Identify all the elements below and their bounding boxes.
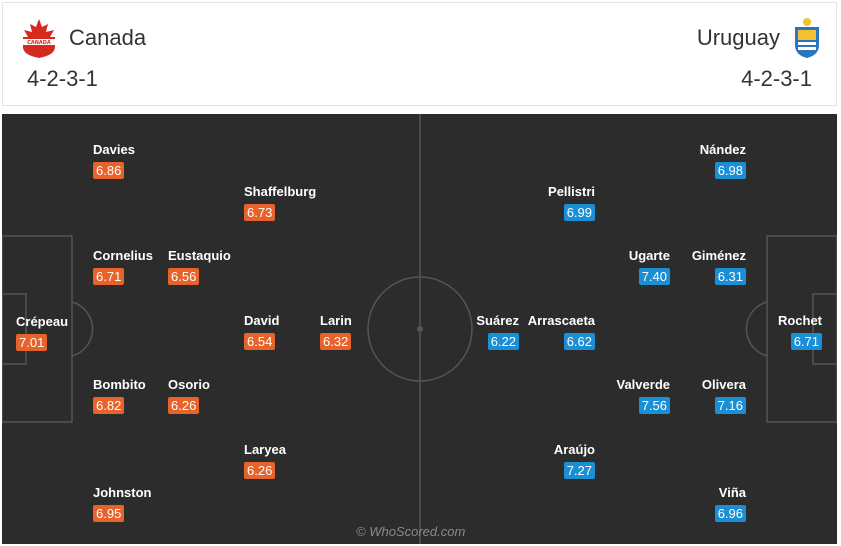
player-card[interactable]: Ugarte 7.40 <box>570 248 670 286</box>
player-name: Johnston <box>93 485 152 500</box>
player-name: Nández <box>699 142 746 157</box>
player-name: Bombito <box>93 377 146 392</box>
player-name: Araújo <box>553 442 595 457</box>
player-rating: 6.56 <box>168 268 200 285</box>
player-rating: 7.16 <box>714 397 746 414</box>
player-card[interactable]: Cornelius 6.71 <box>93 248 193 286</box>
player-card[interactable]: Eustaquio 6.56 <box>168 248 268 286</box>
player-rating: 6.26 <box>244 462 276 479</box>
player-rating: 6.98 <box>714 162 746 179</box>
player-rating: 6.95 <box>93 505 125 522</box>
player-rating: 7.56 <box>638 397 670 414</box>
player-name: Crépeau <box>16 314 69 329</box>
player-card[interactable]: Shaffelburg 6.73 <box>244 184 344 222</box>
player-card[interactable]: Pellistri 6.99 <box>495 184 595 222</box>
player-rating: 6.32 <box>320 333 352 350</box>
player-card[interactable]: Osorio 6.26 <box>168 377 268 415</box>
player-name: Olivera <box>701 377 746 392</box>
home-team-name[interactable]: Canada <box>69 25 147 50</box>
player-name: Laryea <box>244 442 286 457</box>
home-formation: 4-2-3-1 <box>27 66 98 91</box>
player-rating: 6.96 <box>714 505 746 522</box>
pitch: Davies 6.86 Shaffelburg 6.73 Cornelius 6… <box>2 114 837 544</box>
canada-crest-icon: CANADA <box>23 19 55 58</box>
player-card[interactable]: Crépeau 7.01 <box>16 314 116 352</box>
player-rating: 6.26 <box>168 397 200 414</box>
player-card[interactable]: Arrascaeta 6.62 <box>495 313 595 351</box>
player-card[interactable]: Rochet 6.71 <box>722 313 822 351</box>
player-card[interactable]: Valverde 7.56 <box>570 377 670 415</box>
player-name: Shaffelburg <box>244 184 317 199</box>
player-card[interactable]: Johnston 6.95 <box>93 485 193 523</box>
player-name: Pellistri <box>548 184 595 199</box>
away-team-name[interactable]: Uruguay <box>696 25 780 50</box>
player-card[interactable]: Olivera 7.16 <box>646 377 746 415</box>
player-name: Ugarte <box>628 248 670 263</box>
player-rating: 6.99 <box>563 204 595 221</box>
player-rating: 6.71 <box>93 268 125 285</box>
player-name: Eustaquio <box>168 248 231 263</box>
match-header: CANADA Canada 4-2-3-1 Uruguay 4-2-3-1 <box>2 2 837 106</box>
pitch-lines <box>2 114 837 544</box>
player-card[interactable]: Laryea 6.26 <box>244 442 344 480</box>
player-name: Arrascaeta <box>527 313 595 328</box>
player-card[interactable]: Larin 6.32 <box>320 313 420 351</box>
player-rating: 7.01 <box>16 334 48 351</box>
player-rating: 7.40 <box>638 268 670 285</box>
player-rating: 6.31 <box>714 268 746 285</box>
player-name: Giménez <box>691 248 746 263</box>
player-card[interactable]: Suárez 6.22 <box>419 313 519 351</box>
player-rating: 6.86 <box>93 162 125 179</box>
player-rating: 6.62 <box>563 333 595 350</box>
player-card[interactable]: David 6.54 <box>244 313 344 351</box>
player-card[interactable]: Araújo 7.27 <box>495 442 595 480</box>
uruguay-crest-icon <box>795 18 819 58</box>
player-name: Viña <box>718 485 746 500</box>
player-name: Osorio <box>168 377 210 392</box>
player-name: Valverde <box>616 377 671 392</box>
player-card[interactable]: Davies 6.86 <box>93 142 193 180</box>
player-rating: 6.54 <box>244 333 276 350</box>
player-rating: 6.82 <box>93 397 125 414</box>
player-card[interactable]: Viña 6.96 <box>646 485 746 523</box>
player-name: Davies <box>93 142 135 157</box>
watermark: © WhoScored.com <box>356 524 466 539</box>
player-rating: 6.73 <box>244 204 276 221</box>
player-rating: 6.22 <box>487 333 519 350</box>
player-card[interactable]: Nández 6.98 <box>646 142 746 180</box>
player-name: Rochet <box>777 313 822 328</box>
player-name: Cornelius <box>93 248 153 263</box>
player-card[interactable]: Bombito 6.82 <box>93 377 193 415</box>
player-name: Larin <box>320 313 352 328</box>
player-rating: 6.71 <box>790 333 822 350</box>
away-formation: 4-2-3-1 <box>741 66 812 91</box>
player-rating: 7.27 <box>563 462 595 479</box>
player-card[interactable]: Giménez 6.31 <box>646 248 746 286</box>
player-name: David <box>244 313 280 328</box>
svg-text:CANADA: CANADA <box>27 40 51 46</box>
player-name: Suárez <box>476 313 519 328</box>
